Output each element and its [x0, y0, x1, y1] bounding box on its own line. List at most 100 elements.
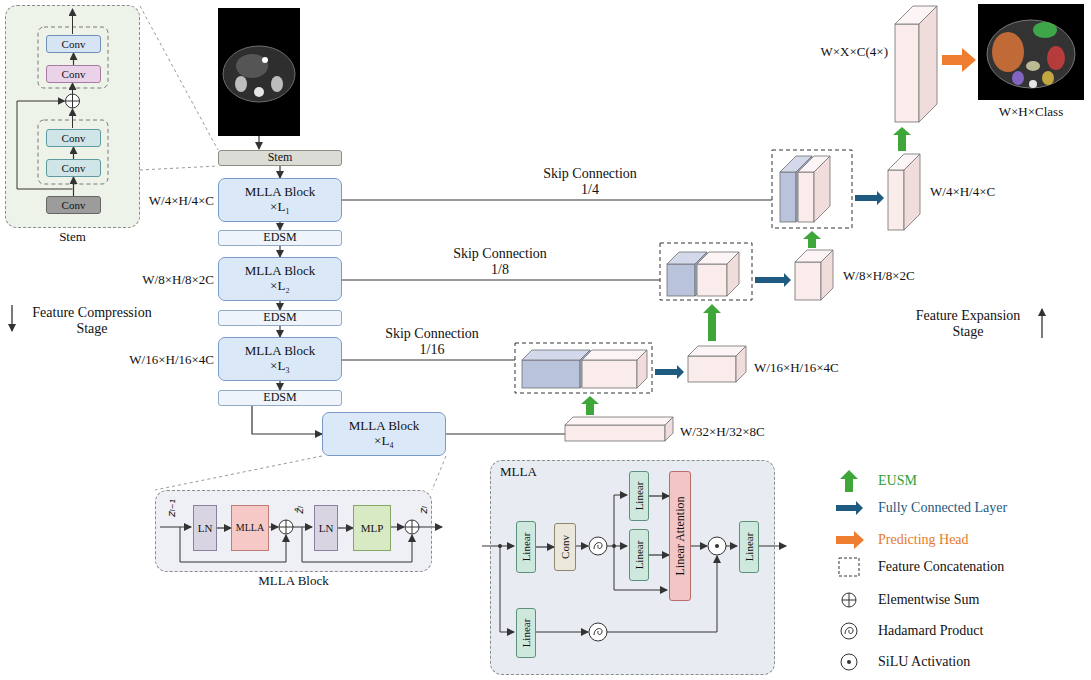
panel-heading: MLLA Block	[156, 573, 431, 589]
mlla-module: MLLA	[231, 505, 269, 551]
node-text: Conv	[62, 68, 86, 81]
edsm-block: EDSM	[218, 390, 342, 406]
node-text: MLLA Block	[245, 264, 315, 279]
linear-layer: Linear	[739, 521, 759, 573]
stage-label: Feature Compression Stage	[17, 305, 167, 337]
node-text: EDSM	[263, 311, 296, 325]
stem-detail-panel: StemConvConvConvConvConv	[5, 5, 140, 228]
dimension-label: W×H×Class	[976, 104, 1086, 120]
layer-norm: LN	[314, 505, 338, 551]
node-text: Linear Attention	[673, 497, 688, 576]
legend-text: EUSM	[878, 472, 917, 490]
skip-ratio: 1/16	[402, 342, 462, 358]
skip-ratio: 1/4	[560, 182, 620, 198]
mlla-block: MLLA Block×L₁	[218, 178, 342, 222]
stage-label: Feature Expansion Stage	[903, 308, 1033, 340]
linear-attention: Linear Attention	[669, 471, 691, 601]
mlla-block: MLLA Block×L₄	[322, 412, 446, 456]
node-text: MLLA	[236, 522, 264, 534]
legend-text: Predicting Head	[878, 531, 969, 549]
mlla-block: MLLA Block×L₂	[218, 257, 342, 301]
conv-block: Conv	[46, 159, 101, 177]
conv-block: Conv	[46, 35, 101, 53]
stem-block: Stem	[218, 150, 342, 166]
layer-norm: LN	[193, 505, 217, 551]
flow-arrow	[73, 177, 74, 196]
mlla-block: MLLA Block×L₃	[218, 337, 342, 381]
legend-text: Feature Concatenation	[878, 558, 1004, 576]
flow-arrow	[252, 406, 322, 434]
node-text: LN	[319, 522, 334, 535]
node-text: MLP	[361, 522, 384, 535]
dimension-label: W/16×H/16×4C	[129, 352, 214, 368]
flow-arrow	[217, 527, 231, 528]
node-text: MLLA Block	[245, 344, 315, 359]
node-text: ×L₄	[374, 434, 394, 449]
node-text: Conv	[62, 132, 86, 145]
legend-text: Hadamard Product	[878, 622, 983, 640]
node-text: EDSM	[263, 231, 296, 245]
flow-arrow	[73, 147, 74, 159]
skip-ratio: 1/8	[470, 262, 530, 278]
linear-layer: Linear	[516, 521, 536, 573]
conv-layer: Conv	[554, 523, 576, 571]
flow-arrow	[649, 495, 669, 496]
node-text: LN	[198, 522, 213, 535]
node-text: ×L₃	[270, 359, 290, 374]
node-text: ×L₁	[270, 200, 290, 215]
node-text: ×L₂	[270, 279, 290, 294]
legend-text: SiLU Activation	[878, 653, 970, 671]
node-text: Linear	[520, 619, 532, 648]
edsm-block: EDSM	[218, 310, 342, 326]
node-text: EDSM	[263, 391, 296, 405]
skip-label: Skip Connection	[367, 326, 497, 342]
dimension-label: W/8×H/8×2C	[843, 268, 915, 284]
flow-arrow	[338, 527, 353, 528]
signal-name: zₗ	[416, 506, 432, 514]
node-text: Linear	[743, 533, 755, 562]
skip-label: Skip Connection	[435, 246, 565, 262]
conv-block: Conv	[46, 129, 101, 147]
node-text: Conv	[62, 162, 86, 175]
skip-label: Skip Connection	[525, 166, 655, 182]
panel-heading: MLLA	[500, 464, 537, 480]
node-text: Conv	[62, 38, 86, 51]
linear-layer: Linear	[516, 608, 536, 658]
flow-arrow	[279, 222, 280, 230]
dimension-label: W/16×H/16×4C	[754, 360, 839, 376]
legend-text: Fully Connected Layer	[878, 499, 1007, 517]
signal-name: ẑₗ	[292, 506, 308, 514]
dimension-label: W/4×H/4×C	[930, 184, 995, 200]
node-text: Stem	[268, 151, 293, 165]
panel-heading: Stem	[6, 229, 139, 245]
conv-block: Conv	[46, 65, 101, 83]
mlla-detail-panel: MLLALinearConvLinearLinearLinear Attenti…	[490, 460, 775, 675]
dimension-label: W/32×H/32×8C	[680, 424, 765, 440]
node-text: MLLA Block	[349, 419, 419, 434]
flow-arrow	[279, 246, 280, 257]
signal-name: zₗ₋₁	[164, 499, 180, 517]
flow-arrow	[73, 53, 74, 65]
flow-arrow	[279, 381, 280, 390]
edsm-block: EDSM	[218, 230, 342, 246]
flow-arrow	[279, 326, 280, 337]
legend-text: Elementwise Sum	[878, 591, 980, 609]
linear-layer: Linear	[629, 529, 649, 581]
node-text: Conv	[62, 199, 86, 212]
mlp-block: MLP	[353, 505, 391, 551]
dimension-label: W/8×H/8×2C	[142, 272, 214, 288]
flow-arrow	[279, 166, 280, 178]
dimension-label: W×X×C(4×)	[821, 44, 888, 60]
flow-arrow	[536, 546, 554, 547]
node-text: Linear	[633, 482, 645, 511]
mlla-block-detail-panel: MLLA BlockLNMLLALNMLP	[155, 490, 432, 572]
node-text: Linear	[633, 541, 645, 570]
node-text: Conv	[559, 535, 571, 559]
linear-layer: Linear	[629, 471, 649, 521]
dimension-label: W/4×H/4×C	[149, 193, 214, 209]
flow-arrow	[649, 554, 669, 555]
conv-block: Conv	[46, 196, 101, 214]
